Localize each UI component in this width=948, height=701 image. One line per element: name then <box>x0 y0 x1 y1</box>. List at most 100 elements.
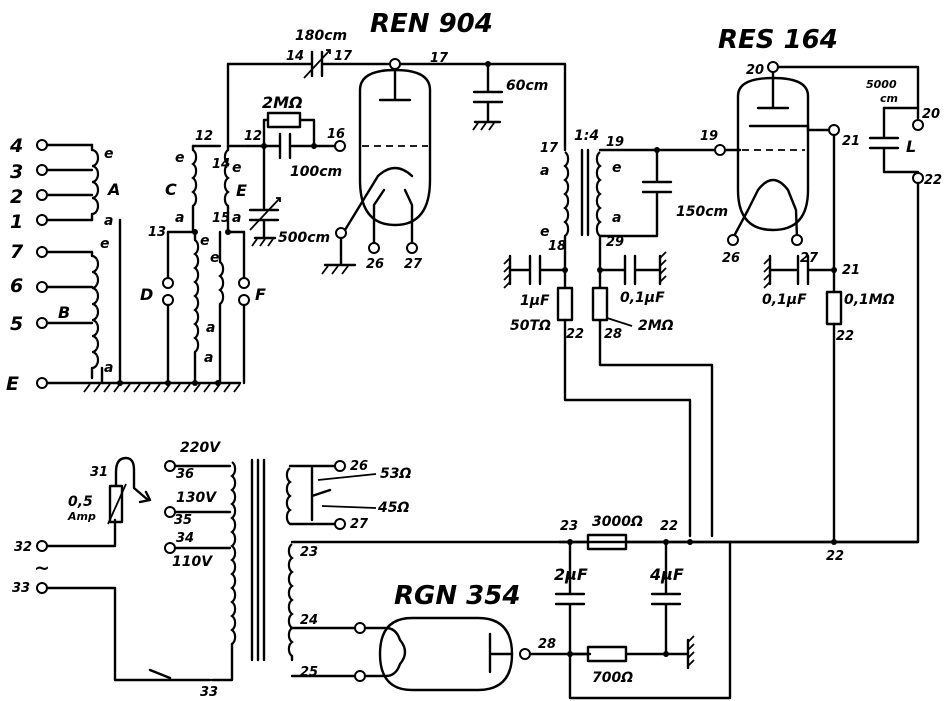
svg-text:e: e <box>175 150 185 166</box>
svg-text:26: 26 <box>722 251 740 266</box>
svg-text:33: 33 <box>12 581 30 596</box>
svg-text:23: 23 <box>300 545 318 560</box>
svg-text:a: a <box>206 320 215 336</box>
svg-text:22: 22 <box>660 519 678 534</box>
c-1uf-label: 1µF <box>520 293 550 309</box>
svg-text:21: 21 <box>842 134 860 149</box>
terminal-3 <box>36 164 48 176</box>
c-180-label: 180cm <box>295 28 347 44</box>
svg-text:a: a <box>175 210 184 226</box>
terminal-7-label: 7 <box>10 241 24 263</box>
svg-text:35: 35 <box>174 513 192 528</box>
svg-text:31: 31 <box>90 465 108 480</box>
svg-text:23: 23 <box>560 519 578 534</box>
svg-text:27: 27 <box>350 517 369 532</box>
svg-text:27: 27 <box>404 257 423 272</box>
svg-text:a: a <box>104 213 113 229</box>
terminal-6-label: 6 <box>10 275 23 297</box>
svg-text:a: a <box>612 210 621 226</box>
terminal-6 <box>36 281 48 293</box>
tap-45-label: 45Ω <box>377 500 409 516</box>
c-100-label: 100cm <box>290 164 342 180</box>
mains-symbol: ~ <box>34 557 50 579</box>
svg-text:28: 28 <box>538 637 556 652</box>
svg-text:17: 17 <box>540 141 559 156</box>
svg-text:19: 19 <box>606 135 624 150</box>
svg-text:e: e <box>104 146 114 162</box>
ren904-title: REN 904 <box>370 9 493 39</box>
terminal-4 <box>36 139 48 151</box>
svg-text:36: 36 <box>176 467 194 482</box>
c-500-label: 500cm <box>278 230 330 246</box>
terminal-5 <box>36 317 48 329</box>
svg-text:e: e <box>232 160 242 176</box>
coil-E-label: E <box>236 181 247 200</box>
coil-C-E-D-F: C E e e a a 12 14 13 15 D e a a F e <box>140 129 266 385</box>
r-700-label: 700Ω <box>592 670 633 686</box>
coil-B: B e a <box>58 236 113 385</box>
c-150-label: 150cm <box>676 204 728 220</box>
rgn354-title: RGN 354 <box>394 581 520 611</box>
ratio-label: 1:4 <box>574 128 599 144</box>
svg-text:27: 27 <box>800 251 819 266</box>
coil-A: A e a <box>90 143 120 229</box>
terminal-E-label: E <box>6 373 19 395</box>
res164-stage: RES 164 20 19 21 26 27 5000 cm 20 L 22 <box>558 25 942 564</box>
res164-title: RES 164 <box>718 25 838 55</box>
c-5000-label-a: 5000 <box>866 78 897 91</box>
svg-text:24: 24 <box>300 613 318 628</box>
coil-C-label: C <box>165 180 177 199</box>
svg-text:33: 33 <box>200 685 218 700</box>
terminal-1 <box>36 214 48 226</box>
r-50k-label: 50TΩ <box>510 318 551 334</box>
c-2uf-label: 2µF <box>554 565 588 584</box>
tap-110v: 110V <box>172 554 213 570</box>
svg-text:14: 14 <box>286 49 304 64</box>
c-01uf-a-label: 0,1µF <box>620 290 665 306</box>
r-01m-label: 0,1MΩ <box>844 292 895 308</box>
svg-text:a: a <box>540 163 549 179</box>
svg-text:32: 32 <box>14 540 32 555</box>
terminal-3-label: 3 <box>10 161 23 183</box>
coil-B-label: B <box>58 303 70 322</box>
svg-text:13: 13 <box>148 225 166 240</box>
svg-text:16: 16 <box>327 127 345 142</box>
svg-text:a: a <box>232 210 241 226</box>
svg-text:12: 12 <box>195 129 213 144</box>
svg-text:19: 19 <box>700 129 718 144</box>
svg-text:e: e <box>540 224 550 240</box>
svg-text:28: 28 <box>604 327 622 342</box>
terminal-5-label: 5 <box>10 313 23 335</box>
c-01uf-b-label: 0,1µF <box>762 292 807 308</box>
terminal-1-label: 1 <box>10 211 23 233</box>
svg-text:e: e <box>612 160 622 176</box>
ren904-stage: REN 904 180cm 14 17 26 27 16 17 2MΩ 100c… <box>226 9 548 275</box>
svg-text:17: 17 <box>430 51 449 66</box>
svg-text:17: 17 <box>334 49 353 64</box>
svg-text:20: 20 <box>922 107 940 122</box>
coil-D-label: D <box>140 285 153 304</box>
svg-text:e: e <box>210 250 220 266</box>
r-2m-b-label: 2MΩ <box>638 318 674 334</box>
svg-text:e: e <box>100 236 110 252</box>
terminal-E <box>36 377 48 389</box>
svg-text:22: 22 <box>924 173 942 188</box>
terminal-7 <box>36 246 48 258</box>
svg-text:25: 25 <box>300 665 318 680</box>
tap-220v: 220V <box>180 440 221 456</box>
r-3000-label: 3000Ω <box>592 514 643 530</box>
power-supply: 32 33 ~ 31 0,5 Amp 220V 36 130V 35 34 11… <box>12 440 920 700</box>
c-60-label: 60cm <box>506 78 548 94</box>
fuse-value: 0,5 <box>68 494 93 510</box>
fuse-unit: Amp <box>67 510 96 523</box>
svg-text:12: 12 <box>244 129 262 144</box>
coil-A-label: A <box>106 180 120 199</box>
terminal-2-label: 2 <box>10 186 23 208</box>
c-4uf-label: 4µF <box>649 565 684 584</box>
svg-text:22: 22 <box>826 549 844 564</box>
svg-text:21: 21 <box>842 263 860 278</box>
svg-text:a: a <box>204 350 213 366</box>
interstage-transformer: 1:4 a e e a 17 19 18 29 150cm 1µF 50TΩ 2… <box>488 62 728 538</box>
svg-text:26: 26 <box>350 459 368 474</box>
svg-text:e: e <box>200 233 210 249</box>
